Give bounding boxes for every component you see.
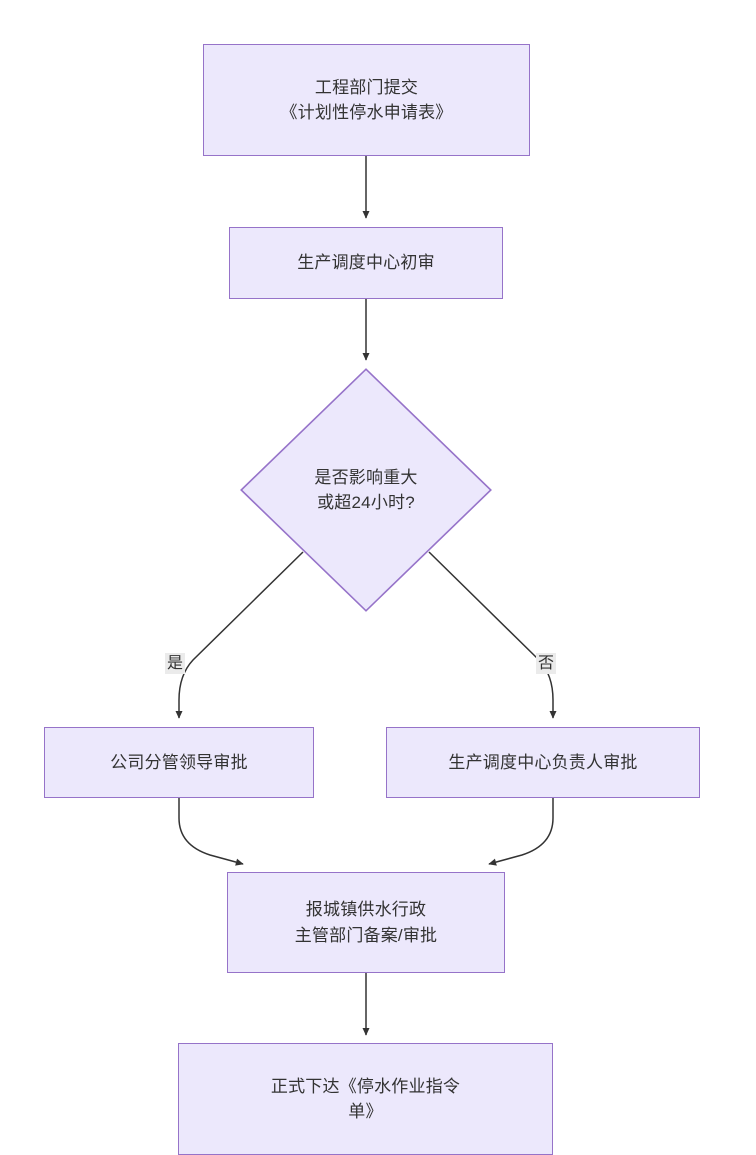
node-first-review[interactable]: 生产调度中心初审 (229, 227, 503, 299)
node-center-head-approve[interactable]: 生产调度中心负责人审批 (386, 727, 700, 798)
node-submit-label: 工程部门提交 《计划性停水申请表》 (280, 77, 453, 122)
edge-label-no: 否 (536, 653, 557, 675)
node-submit[interactable]: 工程部门提交 《计划性停水申请表》 (203, 44, 530, 156)
node-center-head-approve-label: 生产调度中心负责人审批 (448, 752, 638, 772)
node-issue-order[interactable]: 正式下达《停水作业指令 单》 (178, 1043, 553, 1155)
node-first-review-label: 生产调度中心初审 (297, 253, 435, 273)
node-leader-approve-label: 公司分管领导审批 (110, 752, 248, 772)
node-issue-order-label: 正式下达《停水作业指令 单》 (270, 1076, 461, 1121)
diamond-shape-icon (240, 368, 492, 612)
edge-leader-approve-to-gov-record (178, 798, 244, 866)
edge-center-head-approve-to-gov-record (488, 798, 554, 866)
edge-label-yes: 是 (165, 653, 186, 675)
node-gov-record[interactable]: 报城镇供水行政 主管部门备案/审批 (227, 872, 505, 973)
node-decision-label-wrap: 是否影响重大 或超24小时? (240, 368, 492, 612)
node-gov-record-label: 报城镇供水行政 主管部门备案/审批 (294, 900, 438, 945)
node-decision-label: 是否影响重大 或超24小时? (314, 467, 418, 512)
node-decision[interactable]: 是否影响重大 或超24小时? (240, 368, 492, 612)
node-leader-approve[interactable]: 公司分管领导审批 (44, 727, 314, 798)
